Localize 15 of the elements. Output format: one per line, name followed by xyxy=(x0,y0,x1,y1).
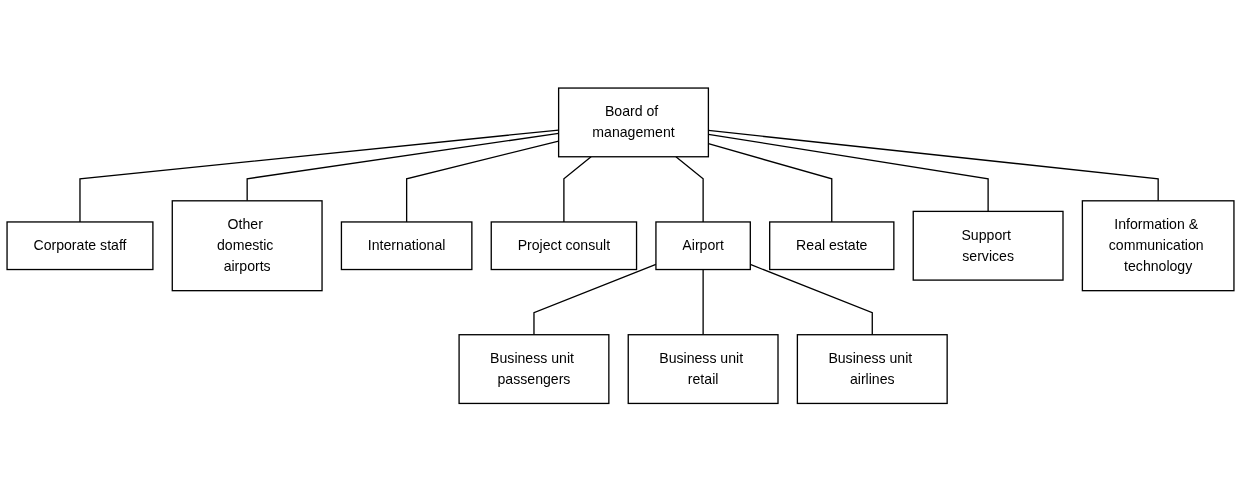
node-box: Airport xyxy=(655,221,751,270)
node-box: International xyxy=(340,221,473,270)
node-box: Real estate xyxy=(769,221,895,270)
node-box: Business unit retail xyxy=(627,333,779,404)
node-box: Business unit airlines xyxy=(796,333,948,404)
node-box: Project consult xyxy=(490,221,638,270)
node-box: Business unit passengers xyxy=(458,333,610,404)
connector xyxy=(702,268,704,336)
connector xyxy=(675,155,704,223)
node-box: Other domestic airports xyxy=(171,199,323,292)
node-box: Corporate staff xyxy=(6,221,154,270)
node-box: Information & communication technology xyxy=(1081,199,1235,292)
node-box: Support services xyxy=(912,210,1064,281)
connector xyxy=(563,155,592,223)
node-box: Board of management xyxy=(557,87,710,158)
